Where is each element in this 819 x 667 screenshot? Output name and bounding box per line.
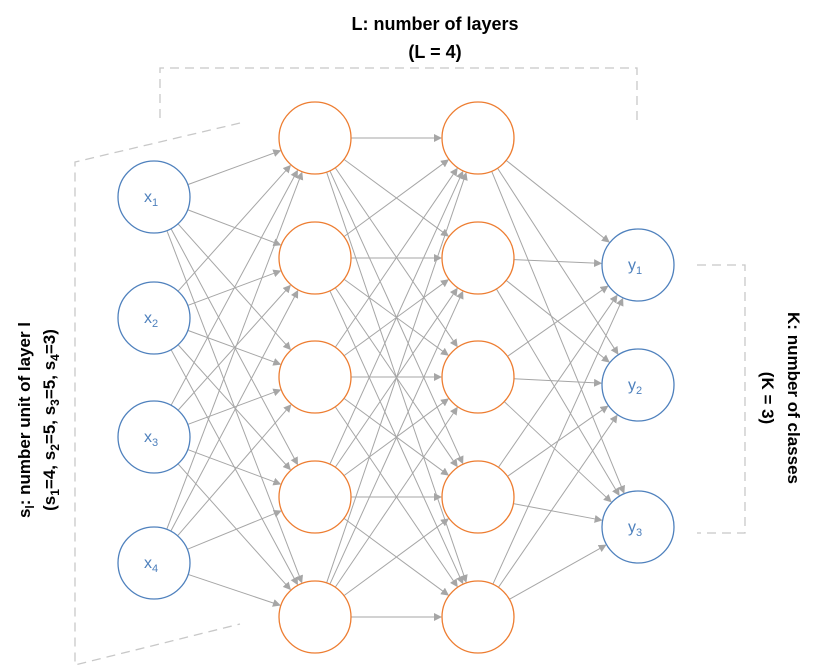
connection-edge <box>170 289 299 532</box>
connection-edge <box>491 171 625 494</box>
connection-edge <box>177 164 291 292</box>
layers-bracket <box>159 67 638 126</box>
units-label-part: =5, s <box>40 361 59 399</box>
input-node-circle <box>117 526 191 600</box>
units-label-part: =3) <box>40 329 59 354</box>
connection-edge <box>187 149 282 186</box>
title-line-1: L: number of layers <box>351 14 518 34</box>
connection-edge <box>326 172 468 584</box>
units-label-part: =4, s <box>40 451 59 489</box>
hidden-2-node-circle <box>441 460 515 534</box>
connection-edge <box>343 518 450 597</box>
classes-label-line-1: K: number of classes <box>784 312 803 484</box>
units-label-part: 1 <box>48 489 62 496</box>
hidden-2-node <box>441 340 515 414</box>
connection-edge <box>492 297 624 585</box>
connection-edge <box>187 509 282 550</box>
hidden-2-node-circle <box>441 580 515 654</box>
nodes: x1 x2 x3 x4 y1 y2 y3 <box>117 101 675 654</box>
input-node: x3 <box>117 400 191 474</box>
connection-edge <box>498 414 618 588</box>
hidden-2-node-circle <box>441 340 515 414</box>
title-line-2: (L = 4) <box>408 42 461 62</box>
units-label-part: (s <box>40 496 59 511</box>
hidden-1-node-circle <box>278 580 352 654</box>
hidden-2-node <box>441 221 515 295</box>
output-node: y3 <box>601 490 675 564</box>
units-label-part: 2 <box>48 444 62 451</box>
connection-edge <box>329 170 464 465</box>
units-label-part: =5, s <box>40 406 59 444</box>
output-node-label: y3 <box>628 519 642 539</box>
hidden-2-node <box>441 580 515 654</box>
input-node-circle <box>117 281 191 355</box>
connection-edge <box>170 169 298 406</box>
hidden-1-node-circle <box>278 221 352 295</box>
output-node-label: y2 <box>628 377 642 397</box>
connection-edge <box>329 290 464 585</box>
connection-edge <box>513 259 603 268</box>
input-node-label: x3 <box>144 429 158 449</box>
units-label-line-1: sl: number unit of layer l <box>15 322 37 518</box>
output-node: y1 <box>601 228 675 302</box>
connection-edge <box>166 171 304 530</box>
input-node-circle <box>117 160 191 234</box>
hidden-1-node <box>278 460 352 534</box>
hidden-1-node-circle <box>278 101 352 175</box>
connection-edge <box>334 167 458 348</box>
connection-edge <box>177 463 291 591</box>
connection-edge <box>187 209 282 247</box>
connection-edge <box>187 449 282 486</box>
connection-edge <box>187 573 281 607</box>
hidden-2-node <box>441 101 515 175</box>
input-node: x4 <box>117 526 191 600</box>
input-node: x1 <box>117 160 191 234</box>
connection-edge <box>507 285 609 357</box>
connection-edge <box>170 228 298 466</box>
input-node-circle <box>117 400 191 474</box>
connection-edge <box>513 503 603 523</box>
classes-bracket <box>697 264 746 534</box>
input-node-label: x1 <box>144 189 158 209</box>
units-label-part: 4 <box>48 354 62 361</box>
output-node-circle <box>601 228 675 302</box>
connection-edge <box>505 159 610 243</box>
input-node-label: x2 <box>144 310 158 330</box>
hidden-1-node-circle <box>278 460 352 534</box>
hidden-1-node <box>278 221 352 295</box>
output-node-label: y1 <box>628 257 642 277</box>
input-node-label: x4 <box>144 555 158 575</box>
units-bracket <box>74 122 241 666</box>
hidden-2-node <box>441 460 515 534</box>
connection-edge <box>334 406 458 588</box>
hidden-1-node <box>278 101 352 175</box>
connection-edge <box>187 388 282 425</box>
hidden-2-node-circle <box>441 221 515 295</box>
units-label-part: 3 <box>48 399 62 406</box>
connection-edge <box>498 294 618 468</box>
hidden-1-node-circle <box>278 340 352 414</box>
connection-edge <box>343 159 450 238</box>
output-node: y2 <box>601 348 675 422</box>
connection-edge <box>177 223 291 351</box>
classes-label-line-2: (K = 3) <box>758 372 777 424</box>
hidden-1-node <box>278 580 352 654</box>
output-node-circle <box>601 490 675 564</box>
connection-edge <box>177 284 291 411</box>
units-label-line-2: (s1=4, s2=5, s3=5, s4=3) <box>40 329 62 511</box>
hidden-2-node-circle <box>441 101 515 175</box>
connection-edge <box>495 288 620 497</box>
input-node: x2 <box>117 281 191 355</box>
connection-edge <box>503 401 612 503</box>
output-node-circle <box>601 348 675 422</box>
hidden-1-node <box>278 340 352 414</box>
connection-edge <box>177 404 292 537</box>
connections <box>166 134 625 621</box>
connection-edge <box>509 544 607 600</box>
